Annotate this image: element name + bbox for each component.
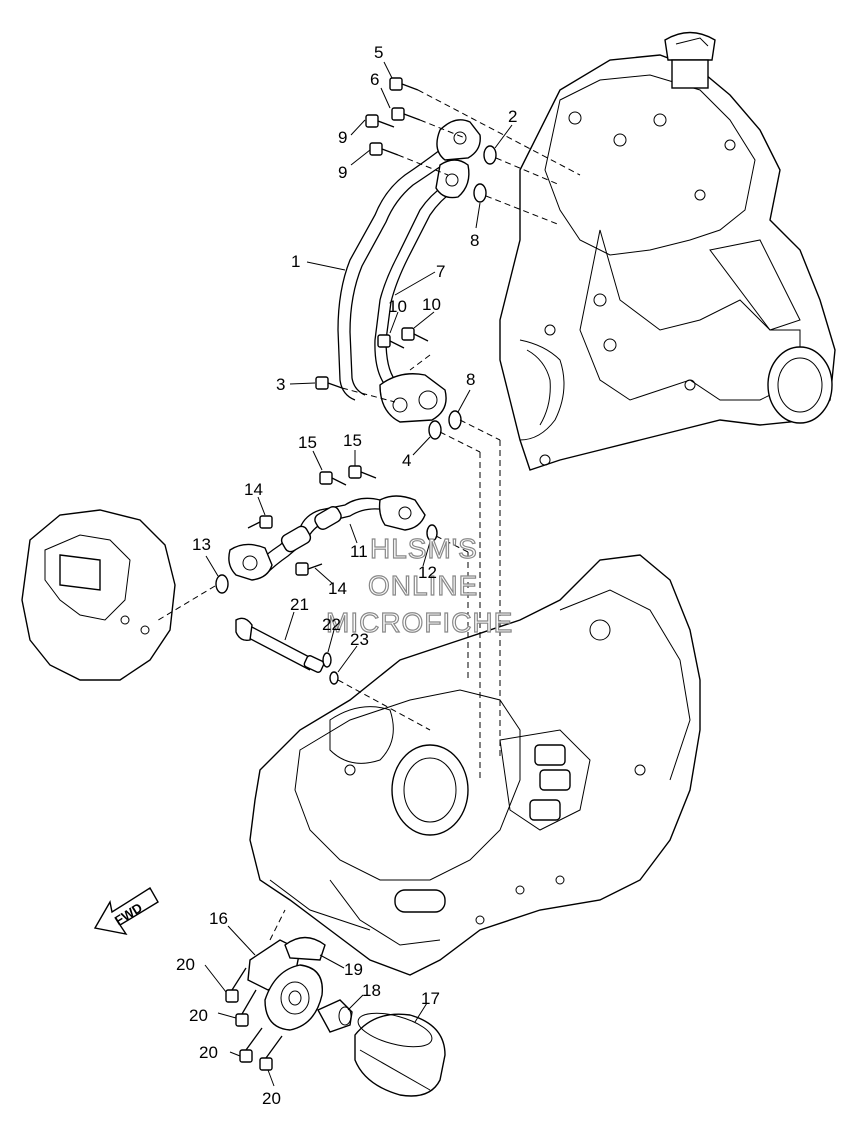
callout-9-b: 9 [338,163,347,182]
callout-14-b: 14 [328,579,347,598]
callout-5: 5 [374,43,383,62]
oil-pipe-7 [374,184,456,386]
callout-11: 11 [350,542,368,561]
callout-20-c: 20 [199,1043,218,1062]
callout-21: 21 [290,595,309,614]
callout-14-a: 14 [244,480,263,499]
fwd-arrow-icon: FWD [93,887,159,936]
callout-10-a: 10 [388,297,407,316]
callout-3: 3 [276,375,285,394]
callout-17: 17 [421,989,440,1008]
oil-filter-assembly [247,936,446,1097]
callout-19: 19 [344,960,363,979]
callout-13: 13 [192,535,211,554]
callout-20-d: 20 [262,1089,281,1108]
callout-12: 12 [418,563,437,582]
leader-lines [204,61,513,1087]
callout-16: 16 [209,909,228,928]
callout-15-a: 15 [298,433,317,452]
pipe-flange-bottom [379,373,447,423]
callout-10-b: 10 [422,295,441,314]
callout-1: 1 [291,252,300,271]
watermark: HLSM'S ONLINE MICROFICHE [325,532,513,638]
callout-8-a: 8 [470,231,479,250]
callout-6: 6 [370,70,379,89]
callout-23: 23 [350,630,369,649]
o-rings [215,145,497,685]
callout-20-a: 20 [176,955,195,974]
guide-lines [154,89,581,941]
callout-20-b: 20 [189,1006,208,1025]
side-cover [21,509,176,681]
oil-pipe-11 [228,495,426,581]
crankcase-lower [249,554,701,976]
callout-2: 2 [508,107,517,126]
callout-labels: 5 6 2 9 9 8 1 7 10 10 3 8 4 15 15 14 13 … [176,43,517,1108]
callout-22: 22 [322,615,341,634]
pipe-flange-top [435,119,481,199]
bolts [225,77,429,1071]
callout-7: 7 [436,262,445,281]
callout-8-b: 8 [466,370,475,389]
callout-9-a: 9 [338,128,347,147]
watermark-line2: ONLINE [368,570,478,601]
crankcase-cover-upper [499,31,836,471]
callout-4: 4 [402,451,411,470]
oil-pipe-21 [235,617,325,673]
watermark-line1: HLSM'S [370,533,478,564]
callout-15-b: 15 [343,431,362,450]
watermark-line3: MICROFICHE [326,607,513,638]
callout-18: 18 [362,981,381,1000]
oil-pipe-1 [337,149,451,401]
